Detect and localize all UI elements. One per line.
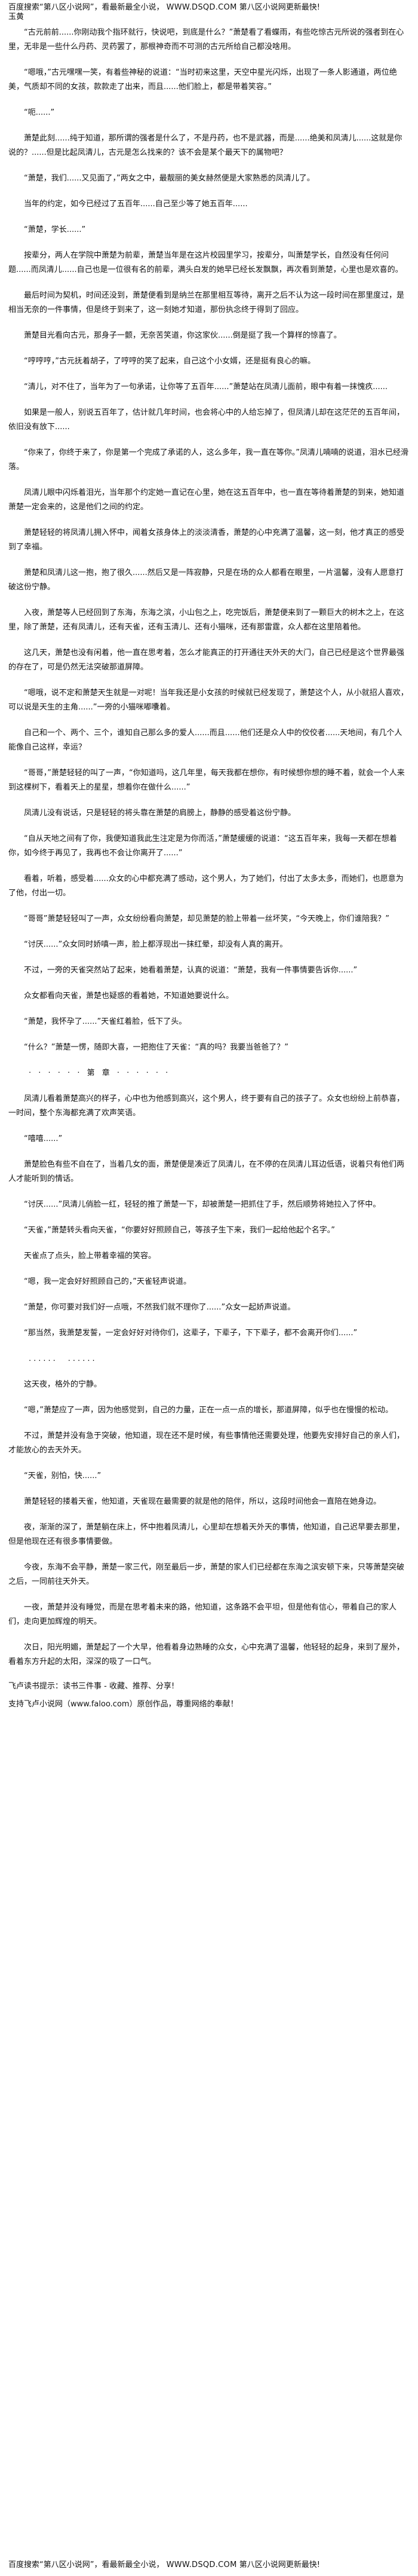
bottom-banner: 百度搜索“第八区小说网”，看最新最全小说， WWW.DSQD.COM 第八区小说… (8, 2560, 410, 2570)
chapter-body: “古元前前......你刚动我个指环就行，快说吧，到底是什么？”萧楚看了看蝶雨，… (8, 26, 410, 1717)
paragraph: “呃......” (8, 108, 55, 117)
banner-prefix: 百度搜索“第八区小说网”，看最新最全小说， (8, 3, 164, 12)
paragraph: “天雀，”萧楚转头看向天雀，“你要好好照顾自己，等孩子生下来，我们一起给他起个名… (8, 1226, 335, 1235)
paragraph: “什么？”萧楚一愣，随即大喜，一把抱住了天雀：“真的吗？我要当爸爸了？” (8, 1043, 288, 1052)
paragraph: 一夜，萧楚并没有睡觉，而是在思考着未来的路，他知道，这条路不会平坦，但是他有信心… (8, 1603, 397, 1626)
paragraph: “天雀，别怕，快......” (8, 1471, 102, 1480)
paragraph: 次日，阳光明媚，萧楚起了一个大早，他看着身边熟睡的众女，心中充满了温馨，他轻轻的… (8, 1643, 405, 1666)
paragraph: 入夜，萧楚等人已经回到了东海，东海之滨，小山包之上，吃完饭后，萧楚便来到了一颗巨… (8, 608, 405, 632)
paragraph: “嘻嘻......” (8, 1134, 63, 1143)
paragraph: 如果是一般人，别说五百年了，估计就几年时间，也会将心中的人给忘掉了，但凤清儿却在… (8, 408, 405, 432)
paragraph: “讨厌......”凤清儿俏脸一红，轻轻的推了萧楚一下，却被萧楚一把抓住了手，然… (8, 1200, 381, 1209)
author-line: 玉黄 (8, 13, 24, 22)
paragraph: “萧楚，我怀孕了......”天雀红着脸，低下了头。 (8, 1017, 187, 1026)
paragraph: “嗯哦，说不定和萧楚天生就是一对呢！当年我还是小女孩的时候就已经发现了，萧楚这个… (8, 689, 408, 712)
paragraph: 这天夜，格外的宁静。 (8, 1380, 102, 1389)
paragraph: 最后时间为契机，时间还没到，萧楚便看到是纳兰在那里相互等待，离开之后不认为这一段… (8, 291, 405, 314)
paragraph: “哥哥，”萧楚轻轻的叫了一声，“你知道吗，这几年里，每天我都在想你，有时候想你想… (8, 769, 405, 792)
paragraph: 萧楚此刻......纯于知道，那所谓的强者是什么了，不是丹药，也不是武器，而是.… (8, 134, 402, 157)
paragraph: 按辈分，两人在学院中萧楚为前辈，萧楚当年是在这片校园里学习，按辈分，叫萧楚学长，… (8, 251, 403, 274)
paragraph: “讨厌......”众女同时娇嗔一声，脸上都浮现出一抹红晕，却没有人真的离开。 (8, 940, 288, 949)
paragraph: “嗯哦，”古元嘿嘿一笑，有着些神秘的说道：“当时初来这里，天空中星光闪烁，出现了… (8, 68, 397, 91)
paragraph: “萧楚，我们......又见面了，”两女之中，最靓丽的美女赫然便是大家熟悉的凤清… (8, 174, 315, 183)
paragraph: “哼哼哼，”古元抚着胡子，了哼哼的笑了起来，自己这个小女婿，还是挺有良心的嘛。 (8, 357, 315, 366)
paragraph: “清儿，对不住了，当年为了一句承诺，让你等了五百年......”萧楚站在凤清儿面… (8, 383, 388, 391)
paragraph: 众女都看向天雀，萧楚也疑惑的看着她，不知道她要说什么。 (8, 992, 234, 1001)
paragraph: “萧楚，你可要对我们好一点哦，不然我们就不理你了......”众女一起娇声说道。 (8, 1303, 296, 1312)
paragraph: “古元前前......你刚动我个指环就行，快说吧，到底是什么？”萧楚看了看蝶雨，… (8, 28, 404, 51)
support-link[interactable]: 支持飞卢小说网（www.faloo.com）原创作品，尊重网络的奉献！ (8, 1700, 238, 1709)
paragraph: ...... ...... (8, 1354, 97, 1363)
paragraph: 萧楚脸色有些不自在了，当着几女的面，萧楚便是凑近了凤清儿，在不停的在凤清儿耳边低… (8, 1160, 405, 1183)
paragraph: 萧楚轻轻的将凤清儿拥入怀中，闻着女孩身体上的淡淡清香，萧楚的心中充满了温馨，这一… (8, 528, 405, 552)
paragraph: 这几天，萧楚也没有闲着，他一直在思考着，怎么才能真正的打开通往天外天的大门，自己… (8, 648, 405, 672)
paragraph: 不过，萧楚并没有急于突破，他知道，现在还不是时候，有些事情他还需要处理，他要先安… (8, 1431, 405, 1455)
paragraph: “嗯，”萧楚应了一声，因为他感觉到，自己的力量，正在一点一点的增长，那道屏障，似… (8, 1406, 393, 1415)
paragraph: 凤清儿没有说话，只是轻轻的将头靠在萧楚的肩膀上，静静的感受着这份宁静。 (8, 809, 296, 818)
banner-suffix: 第八区小说网更新最快! (239, 2560, 320, 2569)
paragraph: 凤清儿眼中闪烁着泪光，当年那个约定她一直记在心里，她在这五百年中，也一直在等待着… (8, 488, 405, 512)
paragraph: 夜，渐渐的深了，萧楚躺在床上，怀中抱着凤清儿，心里却在想着天外天的事情，他知道，… (8, 1523, 405, 1546)
paragraph: “萧楚，学长......” (8, 225, 86, 234)
paragraph: 萧楚目光看向古元，那身子一颤，无奈苦笑道，你这家伙......倒是挺了我一个算样… (8, 331, 342, 340)
paragraph: “哥哥”萧楚轻轻叫了一声，众女纷纷看向萧楚，却见萧楚的脸上带着一丝坏笑，“今天晚… (8, 914, 389, 923)
reader-tip: 飞卢读书提示：读书三件事 - 收藏、推荐、分享! (8, 1682, 175, 1691)
paragraph: 萧楚和凤清儿这一抱，抱了很久......然后又是一阵寂静，只是在场的众人都看在眼… (8, 568, 404, 592)
paragraph: 今夜，东海不会平静，萧楚一家三代，刚至最后一步，萧楚的家人们已经都在东海之滨安顿… (8, 1563, 405, 1586)
paragraph: “那当然，我萧楚发誓，一定会好好对待你们，这辈子，下辈子，下下辈子，都不会离开你… (8, 1329, 358, 1338)
banner-url: WWW.DSQD.COM (166, 3, 237, 12)
paragraph: 凤清儿看着萧楚高兴的样子，心中也为他感到高兴，这个男人，终于要有自己的孩子了。众… (8, 1094, 405, 1118)
paragraph: 看着，听着，感受着......众女的心中都充满了感动，这个男人，为了她们，付出了… (8, 874, 404, 898)
paragraph: 自己和一个、两个、三个，谁知自己那么多的爱人......而且......他们还是… (8, 729, 402, 752)
paragraph: 当年的约定，如今已经过了五百年......自己至少等了她五百年...... (8, 200, 248, 209)
paragraph: “嗯，我一定会好好照顾自己的，”天雀轻声说道。 (8, 1277, 191, 1286)
top-banner: 百度搜索“第八区小说网”，看最新最全小说， WWW.DSQD.COM 第八区小说… (8, 3, 410, 22)
paragraph: 不过，一旁的天雀突然站了起来，她看着萧楚，认真的说道：“萧楚，我有一件事情要告诉… (8, 966, 358, 975)
banner-suffix: 第八区小说网更新最快! (239, 3, 320, 12)
paragraph: “你来了，你终于来了，你是第一个完成了承诺的人，这么多年，我一直在等你。”凤清儿… (8, 448, 408, 472)
paragraph: “自从天地之间有了你，我便知道我此生注定是为你而活，”萧楚缓缓的说道：“这五百年… (8, 834, 397, 858)
banner-prefix: 百度搜索“第八区小说网”，看最新最全小说， (8, 2560, 164, 2569)
paragraph: · · · · · · 第 章 · · · · · · (8, 1069, 171, 1078)
paragraph: 萧楚轻轻的搂着天雀，他知道，天雀现在最需要的就是他的陪伴，所以，这段时间他会一直… (8, 1497, 382, 1506)
banner-url: WWW.DSQD.COM (166, 2560, 237, 2569)
paragraph: 天雀点了点头，脸上带着幸福的笑容。 (8, 1252, 156, 1261)
